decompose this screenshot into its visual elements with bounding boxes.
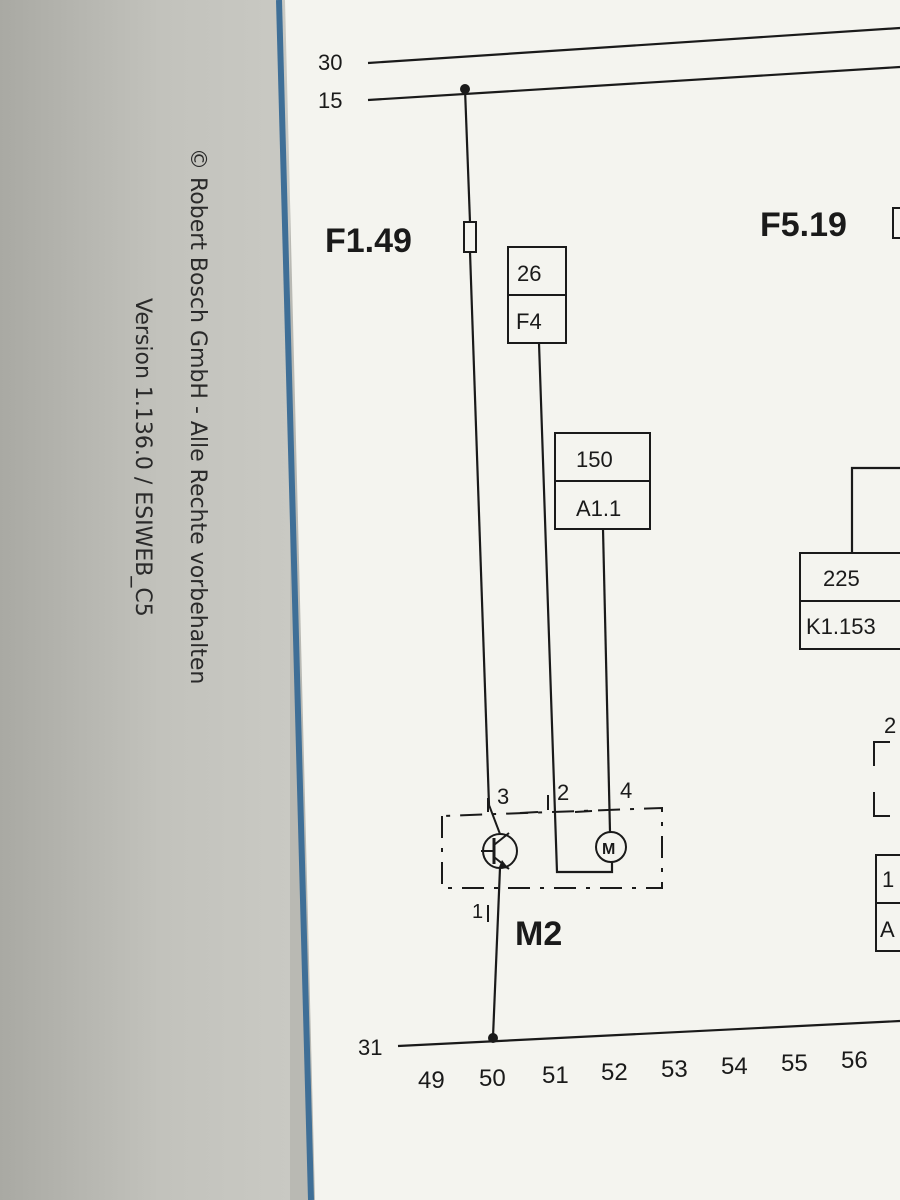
partial-bracket-2 (873, 792, 890, 817)
connector-f4-pin: 26 (517, 261, 541, 286)
grid-col-56: 56 (841, 1047, 868, 1074)
rail-15: 15 (318, 65, 900, 113)
wire-pin3 (463, 88, 472, 223)
wire-internal-pin1 (491, 867, 502, 1038)
component-m2-label: M2 (515, 915, 562, 953)
wire-internal-pin3 (488, 804, 501, 835)
rail-15-label: 15 (318, 88, 342, 113)
connector-a1-1: 150 A1.1 (554, 432, 651, 530)
rail-30-label: 30 (318, 50, 342, 75)
connector-a1-1-pin: 150 (576, 447, 613, 472)
connector-k1-153-pin: 225 (823, 566, 860, 591)
grid-col-49: 49 (418, 1067, 445, 1094)
wire-pin2 (537, 342, 614, 874)
wire-pin3-lower (468, 251, 491, 806)
grid-column-numbers: 49 50 51 52 53 54 55 56 (418, 1047, 868, 1094)
pin-label-1: 1 (472, 901, 483, 923)
grid-col-53: 53 (661, 1056, 688, 1083)
pin-label-2: 2 (557, 780, 569, 805)
component-m2-dashed-box (441, 806, 663, 889)
component-m2: M 3 2 4 1 M2 (441, 778, 663, 1038)
partial-bracket-1 (873, 741, 890, 766)
junction-dot-ground (488, 1033, 498, 1043)
fuse-symbol-f5-19 (892, 207, 900, 239)
blue-frame-line (276, 0, 314, 1200)
motor-symbol: M (595, 831, 627, 863)
connector-k1-153-id: K1.153 (806, 614, 876, 639)
grid-col-51: 51 (542, 1062, 569, 1089)
grid-col-52: 52 (601, 1059, 628, 1086)
connector-f4: 26 F4 (507, 246, 567, 344)
paper-sheet (285, 0, 900, 1200)
grid-col-55: 55 (781, 1050, 808, 1077)
grid-col-50: 50 (479, 1065, 506, 1092)
connector-k1-153: 225 K1.153 (799, 466, 900, 650)
partial-connector-pin: 1 (882, 867, 894, 892)
pin-label-3: 3 (497, 784, 509, 809)
connector-f4-id: F4 (516, 309, 542, 334)
partial-connector-id: A (880, 917, 895, 942)
grid-col-54: 54 (721, 1053, 748, 1080)
fuse-label-f5-19: F5.19 (760, 206, 847, 244)
partial-pin-2: 2 (884, 713, 896, 738)
rail-30: 30 (318, 26, 900, 75)
connector-a1-1-id: A1.1 (576, 496, 621, 521)
motor-symbol-label: M (602, 841, 615, 858)
rail-31-label: 31 (358, 1035, 382, 1060)
wire-pin4 (601, 528, 612, 833)
pin-label-4: 4 (620, 778, 632, 803)
fuse-label-f1-49: F1.49 (325, 222, 412, 260)
margin-strip (0, 0, 290, 1200)
rail-31: 31 (358, 1019, 900, 1060)
fuse-symbol-f1-49 (463, 221, 477, 253)
